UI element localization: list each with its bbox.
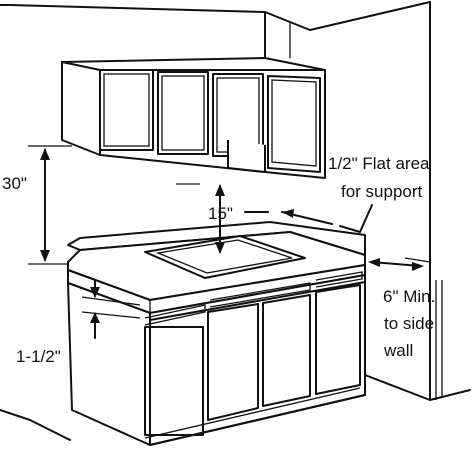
- upper-cabinets: [61, 57, 326, 179]
- label-1-1-2in: 1-1/2": [16, 347, 61, 366]
- dimension-side-wall: [368, 257, 431, 271]
- base-cabinets: [67, 271, 366, 446]
- base-door-3: [262, 294, 311, 407]
- cooktop-cutout: [144, 235, 306, 279]
- label-side-wall-2: to side: [384, 314, 434, 333]
- cabinet-door-2: [157, 71, 209, 155]
- label-side-wall-3: wall: [383, 341, 413, 360]
- label-flat-area-2: for support: [341, 182, 423, 201]
- dimension-15in: [176, 183, 269, 254]
- cabinet-door-4: [267, 75, 321, 173]
- label-15in: 15": [208, 204, 233, 223]
- flat-area-leader: [281, 204, 373, 233]
- base-door-4: [315, 284, 361, 395]
- countertop: [67, 221, 366, 314]
- dimension-1-1-2in: [81, 279, 141, 339]
- base-door-2: [207, 303, 259, 421]
- label-30in: 30": [2, 174, 27, 193]
- base-door-1: [144, 326, 204, 436]
- label-flat-area-1: 1/2" Flat area: [328, 154, 430, 173]
- dimension-30in: [28, 145, 72, 265]
- cabinet-door-1: [99, 69, 154, 151]
- label-side-wall-1: 6" Min.: [383, 287, 435, 306]
